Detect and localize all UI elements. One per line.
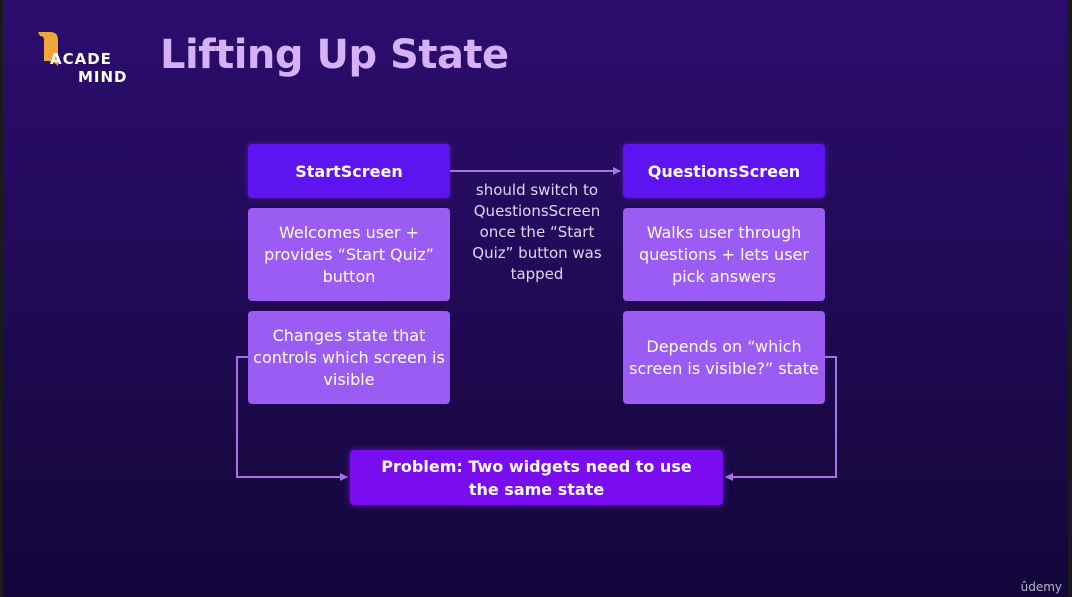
startscreen-header-box: StartScreen bbox=[248, 144, 450, 198]
logo-text-line2: MIND bbox=[78, 68, 128, 86]
questionsscreen-state-box: Depends on “which screen is visible?” st… bbox=[623, 311, 825, 404]
frame-edge-right bbox=[1068, 0, 1072, 597]
problem-text: Problem: Two widgets need to use the sam… bbox=[381, 456, 692, 499]
switch-arrow-label: should switch to QuestionsScreen once th… bbox=[472, 181, 602, 283]
slide-title: Lifting Up State bbox=[160, 32, 509, 78]
questionsscreen-description-box: Walks user through questions + lets user… bbox=[623, 208, 825, 301]
frame-edge-left bbox=[0, 0, 3, 597]
logo-text-line1: ACADE bbox=[50, 50, 112, 68]
left-connector-arrow bbox=[236, 356, 348, 481]
questionsscreen-state-text: Depends on “which screen is visible?” st… bbox=[629, 336, 819, 378]
questionsscreen-header-label: QuestionsScreen bbox=[647, 161, 801, 181]
startscreen-description-text: Welcomes user + provides “Start Quiz” bu… bbox=[264, 222, 434, 286]
questionsscreen-description-text: Walks user through questions + lets user… bbox=[639, 222, 809, 286]
startscreen-state-text: Changes state that controls which screen… bbox=[253, 325, 445, 389]
questionsscreen-header-box: QuestionsScreen bbox=[623, 144, 825, 198]
academind-logo: ACADE MIND bbox=[30, 28, 140, 88]
startscreen-header-label: StartScreen bbox=[295, 161, 403, 181]
logo-mark-icon bbox=[38, 32, 58, 66]
startscreen-description-box: Welcomes user + provides “Start Quiz” bu… bbox=[248, 208, 450, 301]
udemy-watermark: ûdemy bbox=[1020, 580, 1062, 594]
problem-box: Problem: Two widgets need to use the sam… bbox=[350, 450, 723, 505]
startscreen-state-box: Changes state that controls which screen… bbox=[248, 311, 450, 404]
right-connector-arrow bbox=[725, 356, 837, 481]
